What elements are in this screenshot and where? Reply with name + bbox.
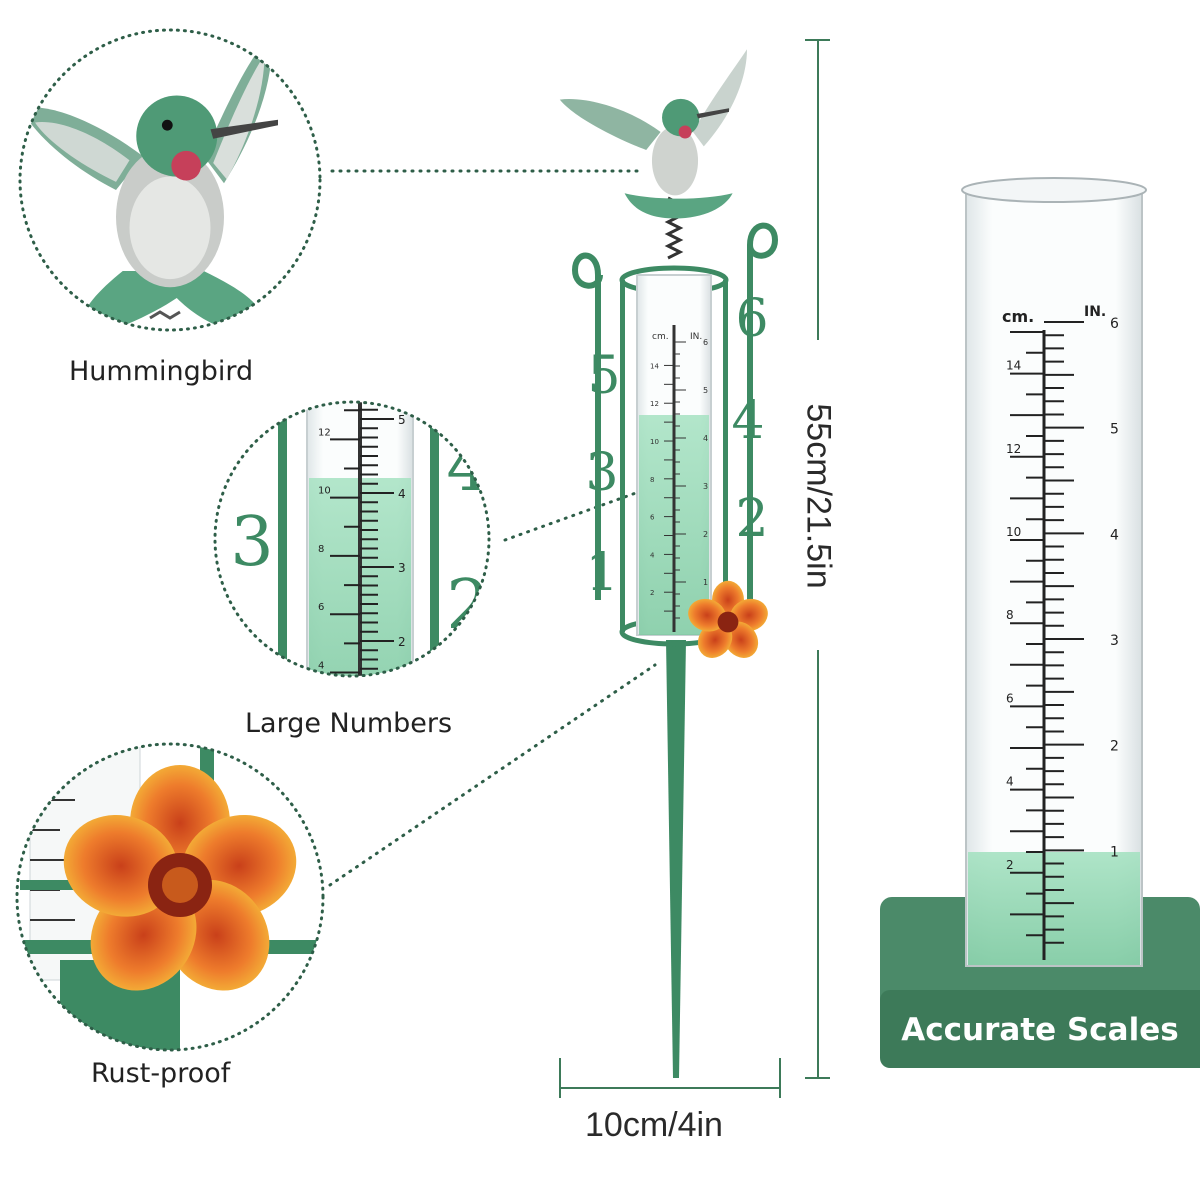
feature-caption: Hummingbird: [69, 356, 254, 387]
mini-cm-tick: 12: [650, 400, 659, 408]
cm-tick-label: 2: [1006, 858, 1014, 872]
hummingbird-zoom: [18, 28, 322, 332]
leader-lines: [328, 169, 660, 887]
zoom-cm-tick: 12: [318, 427, 331, 438]
feature-caption: Rust-proof: [91, 1058, 231, 1089]
mini-cm-tick: 2: [650, 589, 654, 597]
frame-number: 1: [585, 543, 618, 603]
mini-cm-tick: 8: [650, 476, 654, 484]
frame-number: 4: [731, 391, 764, 451]
width-label: 10cm/4in: [585, 1106, 723, 1144]
zoom-cm-tick: 10: [318, 486, 331, 497]
mini-cm-tick: 14: [650, 362, 659, 370]
zoom-frame-number: 2: [446, 566, 489, 645]
cm-tick-label: 10: [1006, 525, 1021, 539]
hummingbird-icon: [21, 34, 278, 330]
in-tick-label: 2: [1110, 739, 1119, 755]
zoom-in-tick: 5: [398, 413, 406, 427]
flower-icon: [688, 580, 768, 658]
in-tick-label: 4: [1110, 527, 1119, 543]
zoom-in-tick: 2: [398, 635, 406, 649]
cm-tick-label: 4: [1006, 775, 1014, 789]
mini-in-unit: IN.: [690, 332, 702, 342]
rust-proof-zoom: [15, 742, 325, 1052]
in-unit-label: IN.: [1084, 304, 1106, 320]
feature-caption: Large Numbers: [245, 708, 453, 739]
accurate-scales-badge: Accurate Scales: [880, 990, 1200, 1068]
cm-unit-label: cm.: [1002, 307, 1034, 326]
mini-in-tick: 6: [703, 338, 708, 347]
in-tick-label: 3: [1110, 633, 1119, 649]
mini-in-tick: 1: [703, 578, 708, 587]
height-dimension: [805, 39, 830, 1079]
frame-number: 6: [735, 289, 768, 349]
cm-tick-label: 14: [1006, 359, 1021, 373]
in-tick-label: 6: [1110, 316, 1119, 332]
mini-cm-tick: 4: [650, 551, 655, 559]
zoom-cm-tick: 6: [318, 602, 324, 613]
mini-cm-unit: cm.: [652, 332, 669, 342]
zoom-in-tick: 3: [398, 561, 406, 575]
mini-in-tick: 5: [703, 386, 708, 395]
zoom-in-tick: 4: [398, 487, 406, 501]
zoom-frame-number: 3: [230, 503, 273, 582]
frame-number: 5: [587, 346, 620, 406]
frame-number: 3: [585, 443, 618, 503]
mini-in-tick: 2: [703, 530, 708, 539]
cm-tick-label: 8: [1006, 608, 1014, 622]
zoom-cm-tick: 8: [318, 544, 324, 555]
hummingbird-icon: [559, 49, 747, 219]
mini-in-tick: 4: [703, 434, 708, 443]
mini-cm-tick: 6: [650, 514, 655, 522]
zoom-cm-tick: 4: [318, 660, 324, 671]
mini-in-tick: 3: [703, 482, 708, 491]
in-tick-label: 5: [1110, 422, 1119, 438]
cm-tick-label: 6: [1006, 691, 1014, 705]
frame-number: 2: [735, 489, 768, 549]
mini-cm-tick: 10: [650, 438, 659, 446]
width-dimension: [559, 1058, 781, 1098]
cm-tick-label: 12: [1006, 442, 1021, 456]
flower-icon: [63, 765, 297, 991]
in-tick-label: 1: [1110, 844, 1119, 860]
height-label: 55cm/21.5in: [799, 403, 838, 589]
